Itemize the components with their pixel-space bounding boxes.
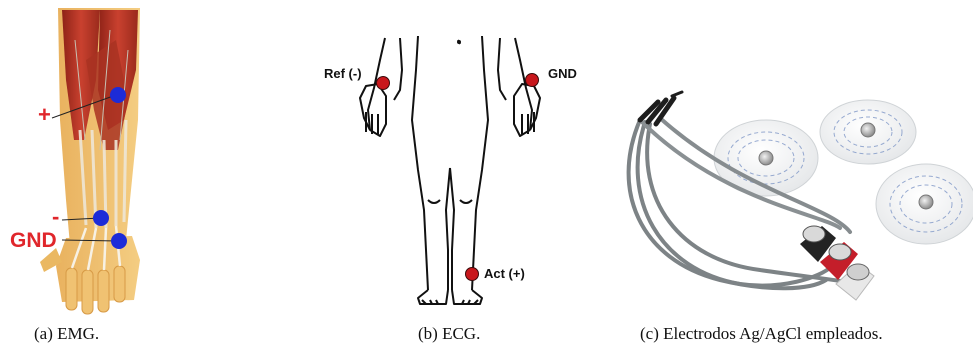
electrode-pad-3 bbox=[876, 164, 973, 244]
ecg-act-label: Act (+) bbox=[484, 266, 525, 281]
ecg-panel: Ref (-) GND Act (+) (b) ECG. bbox=[300, 0, 600, 351]
emg-minus-label: - bbox=[52, 204, 59, 230]
ecg-body-outline bbox=[300, 0, 600, 320]
emg-caption: (a) EMG. bbox=[34, 324, 99, 344]
emg-forearm-illustration bbox=[0, 0, 300, 320]
electrodes-panel: (c) Electrodos Ag/AgCl empleados. bbox=[600, 0, 973, 351]
electrodes-caption: (c) Electrodos Ag/AgCl empleados. bbox=[640, 324, 883, 344]
emg-gnd-label: GND bbox=[10, 229, 57, 253]
electrodes-photo bbox=[600, 0, 973, 320]
ecg-gnd-electrode bbox=[526, 74, 539, 87]
ecg-ref-label: Ref (-) bbox=[324, 66, 362, 81]
ecg-ref-electrode bbox=[377, 77, 390, 90]
electrode-pad-2 bbox=[820, 100, 916, 164]
ecg-caption: (b) ECG. bbox=[418, 324, 480, 344]
ecg-gnd-label: GND bbox=[548, 66, 577, 81]
emg-panel: + - GND (a) EMG. bbox=[0, 0, 300, 351]
emg-positive-electrode bbox=[110, 87, 126, 103]
emg-ground-electrode bbox=[111, 233, 127, 249]
ecg-act-electrode bbox=[466, 268, 479, 281]
emg-plus-label: + bbox=[38, 102, 51, 128]
emg-negative-electrode bbox=[93, 210, 109, 226]
